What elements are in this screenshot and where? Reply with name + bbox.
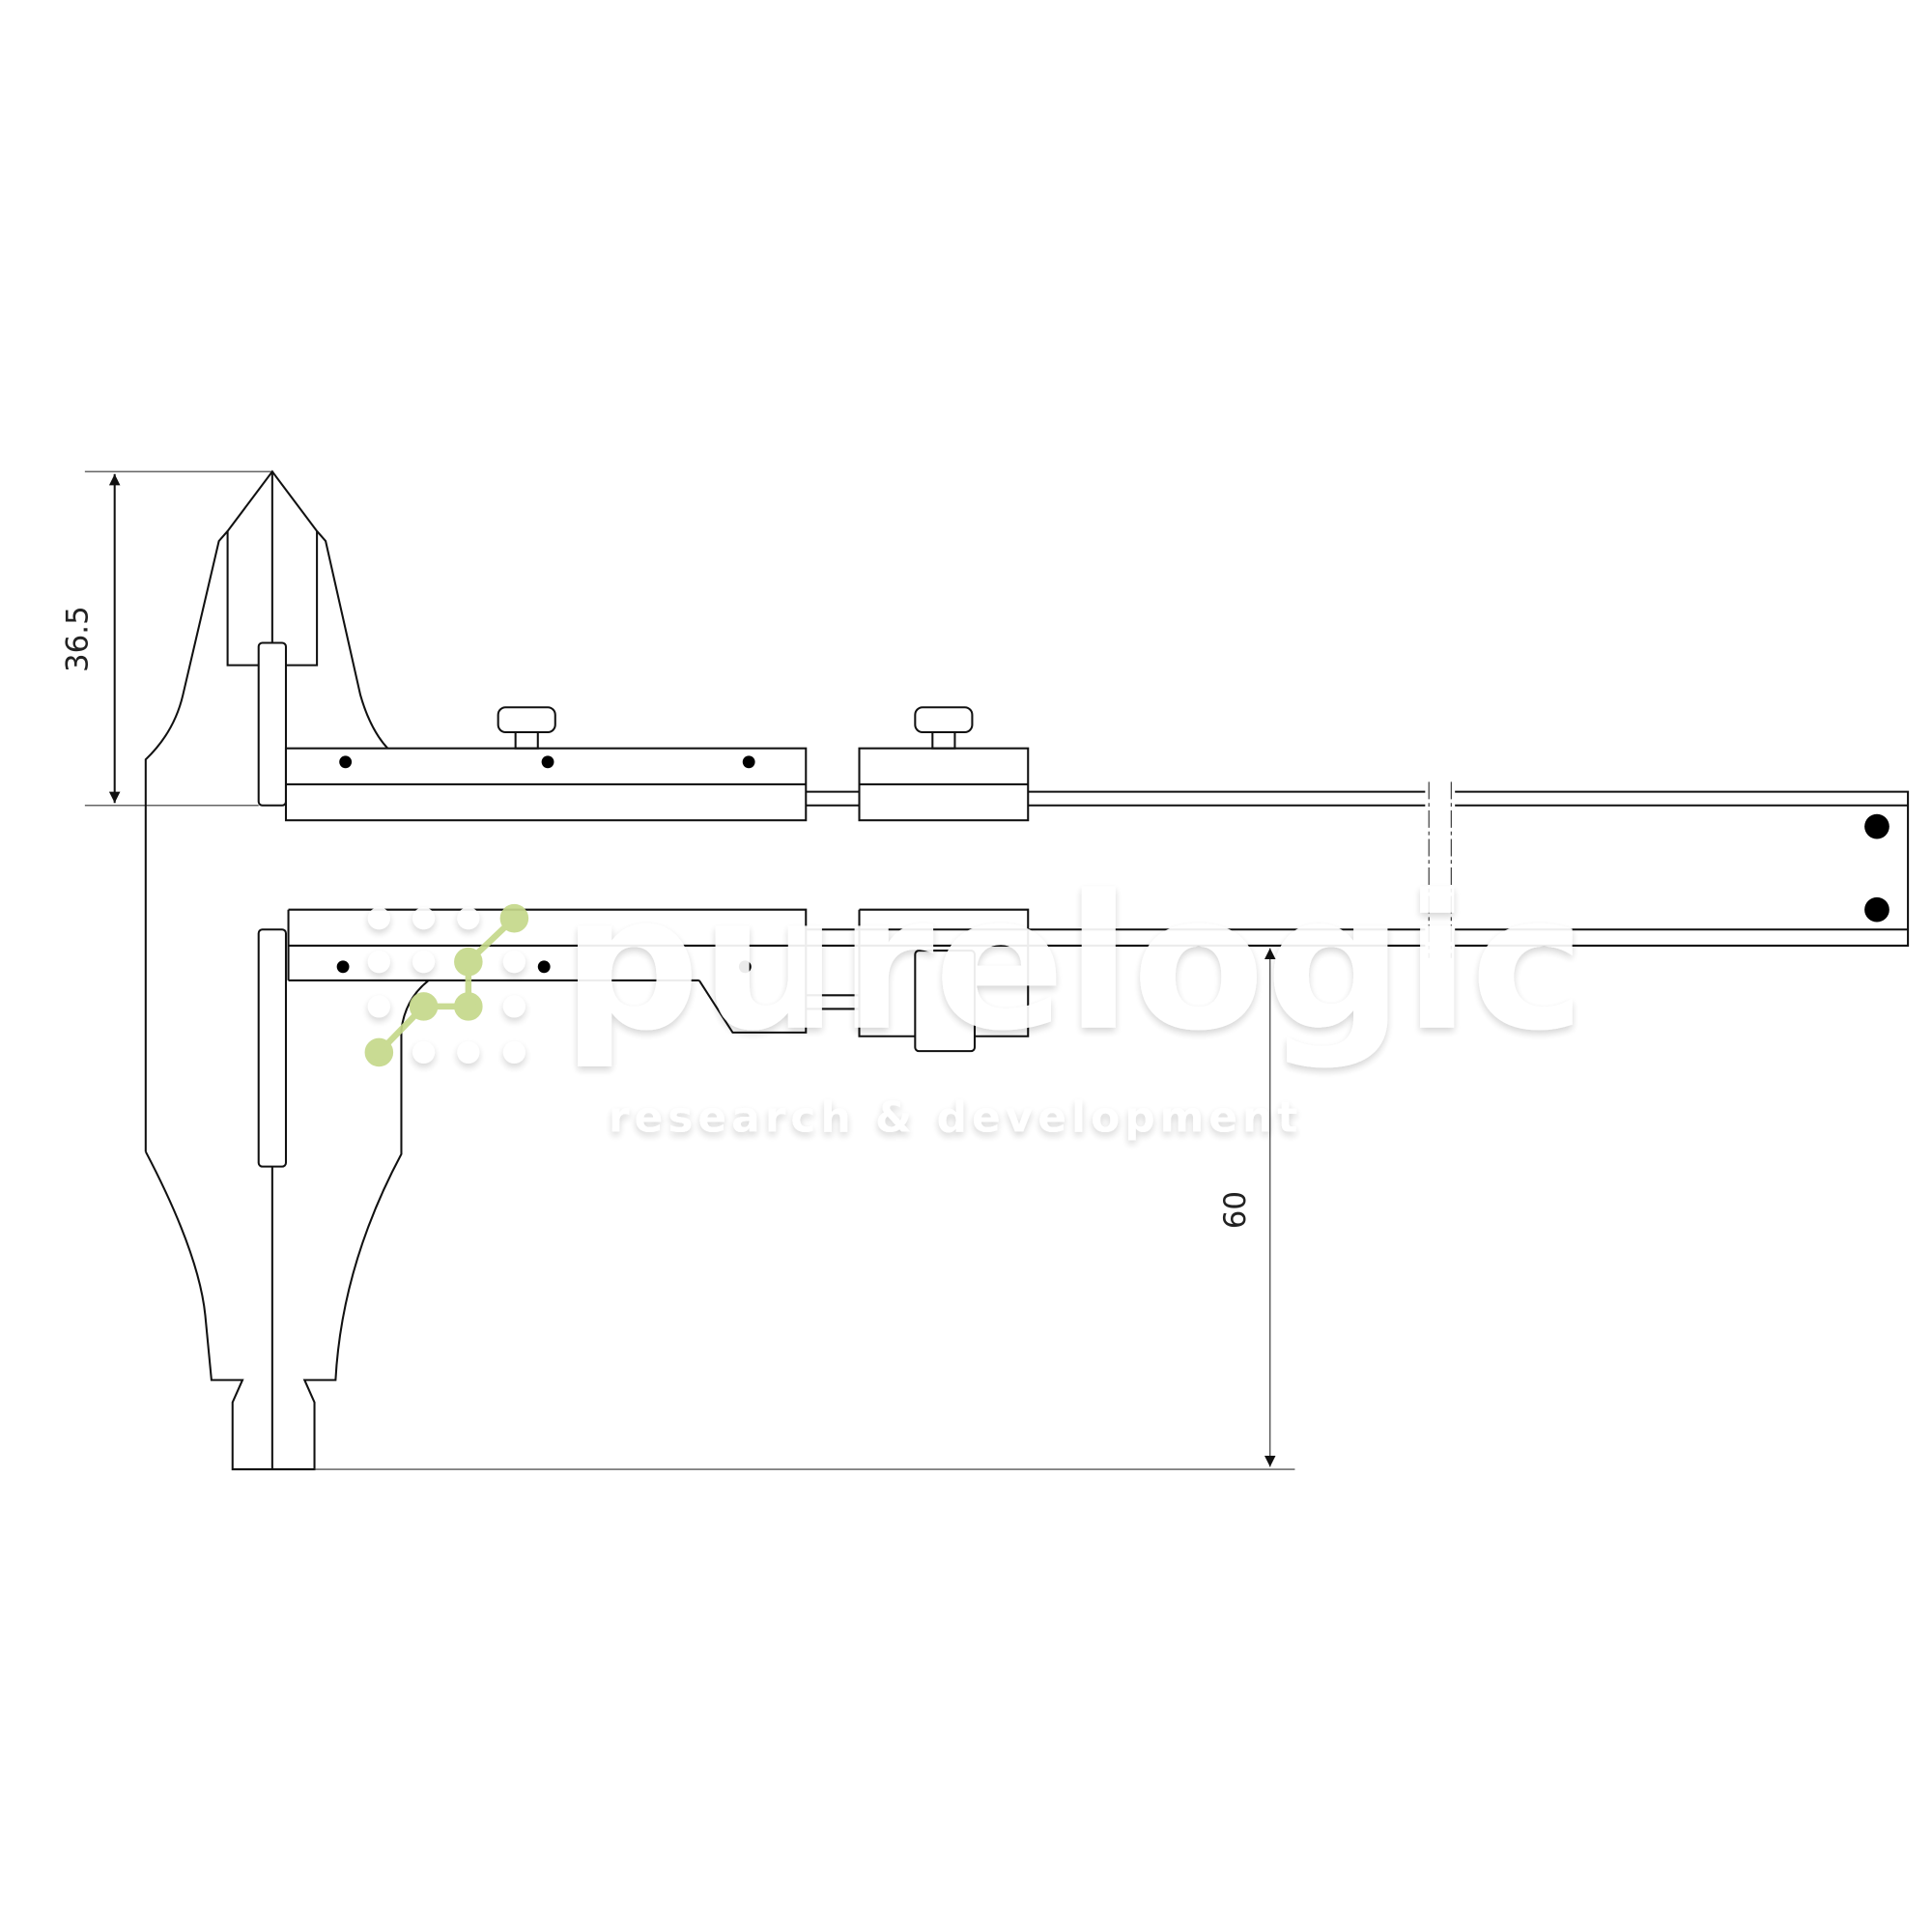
- upper-jaw: [144, 469, 389, 1152]
- rivet: [541, 755, 554, 769]
- beam-hole: [1864, 813, 1889, 839]
- lock-screw-stem: [514, 730, 539, 750]
- lock-screw-knob: [914, 706, 974, 734]
- fine-adjust-block: [914, 950, 977, 1053]
- rivet: [738, 960, 752, 974]
- fine-adjust-slider: [858, 706, 1030, 822]
- jaw-outline: [144, 469, 389, 1152]
- rivet: [742, 755, 755, 769]
- inner-jaw: [226, 530, 319, 667]
- dimension-60: 60: [314, 948, 1295, 1470]
- lower-slider: [287, 908, 1030, 1053]
- watermark-brand: purelogic: [561, 856, 1585, 1072]
- beam: [1028, 775, 1910, 962]
- dimension-label: 36.5: [60, 606, 95, 672]
- main-slider: [284, 706, 808, 822]
- watermark-tagline: research & development: [609, 1093, 1302, 1143]
- jaw-insert-upper: [257, 641, 288, 807]
- rivet: [339, 755, 353, 769]
- beam-hole: [1864, 896, 1889, 923]
- jaw-insert-lower: [257, 928, 288, 1168]
- rivet: [336, 960, 350, 974]
- logo-graph-icon: [364, 903, 529, 1067]
- watermark-logo: purelogic research & development: [364, 856, 1585, 1143]
- rivet: [537, 960, 551, 974]
- lock-screw-stem: [931, 730, 956, 750]
- logo-dots-icon: [367, 907, 526, 1064]
- dimension-label: 60: [1218, 1191, 1253, 1229]
- dimension-36-5: 36.5: [60, 470, 274, 807]
- lock-screw-knob: [497, 706, 556, 734]
